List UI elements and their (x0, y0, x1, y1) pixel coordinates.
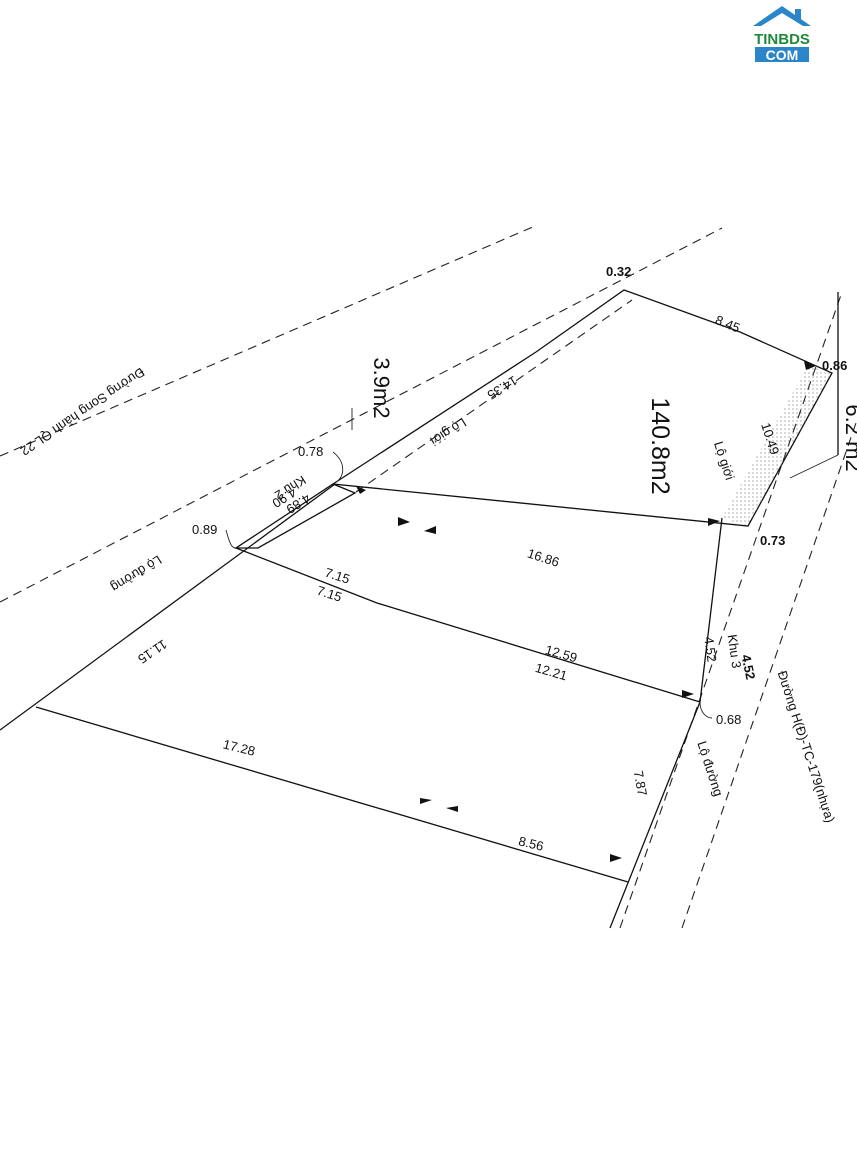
area-right-label: 6.2 m2 (841, 404, 857, 471)
dim-0-32: 0.32 (606, 264, 631, 279)
dim-8-56: 8.56 (517, 833, 545, 854)
lot-gioi-inner-line (355, 299, 633, 493)
arrow-mark (420, 798, 432, 804)
leader-6-2 (789, 454, 839, 479)
logo-text-bottom: COM (766, 47, 799, 63)
lo-gioi-top-label: Lộ giới (428, 415, 470, 449)
street-song-hanh-label: Đường Song hành QL 22 (18, 365, 148, 459)
right-strip-area (722, 366, 832, 526)
arrow-mark (446, 806, 458, 812)
khu3-strip (699, 517, 723, 703)
khu2-strip (233, 483, 357, 549)
dim-7-15-upper: 7.15 (323, 565, 352, 587)
arrow-mark (804, 361, 816, 370)
dim-12-21: 12.21 (534, 660, 569, 683)
leader-0-68 (699, 701, 713, 719)
left-boundary-line (0, 483, 336, 731)
lower-parcel-bottom-edge (35, 706, 629, 883)
arrow-mark (424, 526, 436, 534)
dim-4-52-right: 4.52 (738, 653, 758, 681)
dim-0-68: 0.68 (716, 712, 741, 727)
logo-bottom-bar (755, 47, 809, 62)
lo-duong-right-label: Lộ đường (694, 739, 726, 798)
khu3-label: Khu 3 (725, 634, 745, 670)
arrow-mark (682, 690, 694, 698)
dim-0-73: 0.73 (760, 533, 785, 548)
right-boundary-line (609, 701, 701, 929)
road-boundary-upper (0, 225, 536, 457)
logo-text-top: TINBDS (754, 31, 810, 48)
dim-12-59: 12.59 (544, 642, 579, 665)
leader-0-78 (332, 451, 344, 485)
dim-8-45: 8.45 (713, 312, 742, 335)
road-right-boundary-outer (681, 419, 857, 929)
arrow-mark (398, 517, 410, 526)
dim-0-86: 0.86 (822, 358, 847, 373)
road-boundary-lower (0, 227, 723, 603)
edge-7-15 (235, 547, 701, 703)
dim-0-78: 0.78 (298, 444, 323, 459)
lo-gioi-right-label: Lộ giới (711, 439, 738, 481)
dim-0-89: 0.89 (192, 522, 217, 537)
dim-4-52-left: 4.52 (701, 636, 719, 663)
area-main-label: 140.8m2 (646, 397, 674, 494)
dim-16-86: 16.86 (526, 546, 562, 570)
leader-0-89 (225, 529, 237, 549)
dim-14-35: 14.35 (485, 373, 521, 403)
dim-7-15-lower: 7.15 (315, 583, 344, 605)
arrow-mark (356, 486, 366, 494)
dim-17-28: 17.28 (221, 736, 256, 758)
arrow-mark (708, 518, 720, 526)
area-top-left-label: 3.9m2 (369, 357, 394, 418)
tinbds-logo: TINBDS COM (753, 6, 811, 63)
street-hd-tc-label: Đường H(Đ)-TC-179(nhựa) (775, 669, 838, 825)
house-chimney-icon (795, 9, 801, 19)
dim-11-15: 11.15 (135, 637, 170, 667)
house-roof-icon (753, 6, 811, 26)
arrow-mark (610, 854, 622, 862)
dim-7-87: 7.87 (631, 769, 650, 797)
lo-duong-left-label: Lộ đường (108, 552, 164, 595)
